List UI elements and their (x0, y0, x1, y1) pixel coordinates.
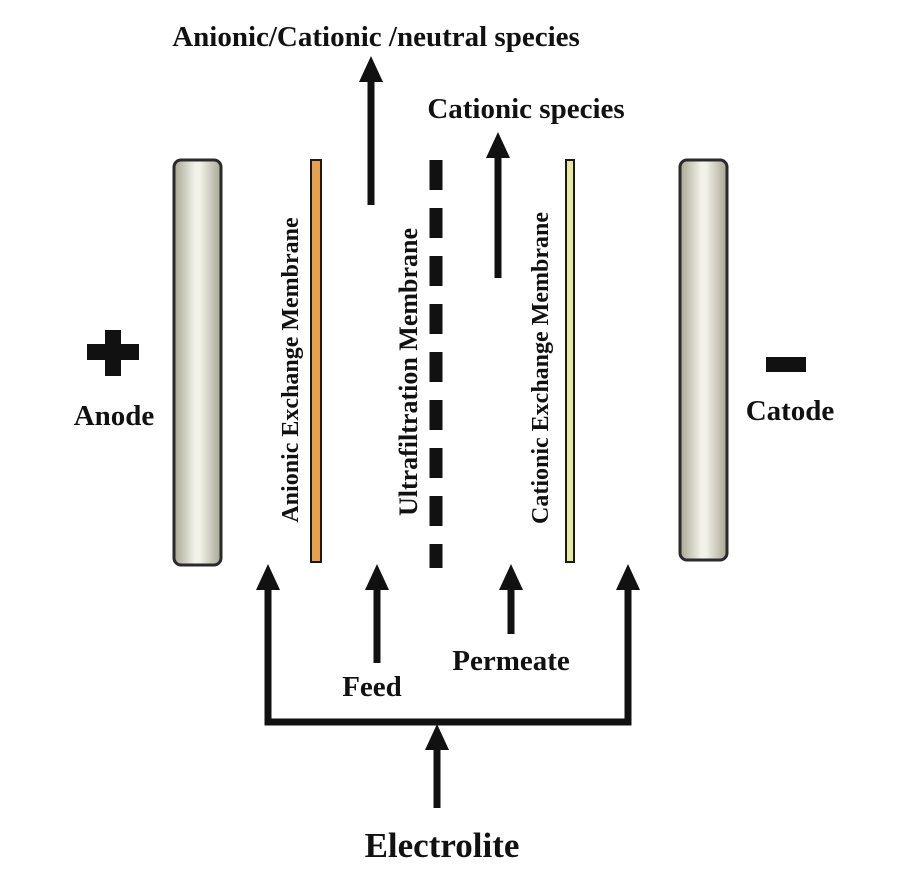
catode-electrode (678, 158, 729, 562)
feed-label: Feed (342, 671, 402, 703)
feed-inlet-arrow (365, 564, 389, 663)
output-arrow-mixed-species (359, 56, 383, 205)
anode-electrode (172, 158, 223, 567)
anode-label: Anode (74, 400, 155, 432)
top-output-label: Anionic/Cationic /neutral species (172, 21, 580, 53)
anionic-exchange-membrane (310, 159, 322, 563)
ultrafiltration-membrane-label: Ultrafiltration Membrane (394, 228, 423, 516)
cationic-exchange-membrane (565, 159, 575, 563)
cationic-membrane-label: Cationic Exchange Membrane (528, 212, 554, 524)
anode-plus-sign (87, 330, 139, 376)
electrolite-distribution-lines (256, 564, 640, 808)
catode-minus-sign (766, 357, 806, 372)
catode-label: Catode (746, 395, 835, 427)
permeate-inlet-arrow (499, 564, 523, 634)
permeate-label: Permeate (452, 645, 570, 677)
cationic-output-label: Cationic species (427, 93, 624, 125)
electrolite-label: Electrolite (365, 826, 520, 865)
anionic-membrane-label: Anionic Exchange Membrane (278, 217, 304, 523)
output-arrow-cationic-species (486, 132, 510, 278)
